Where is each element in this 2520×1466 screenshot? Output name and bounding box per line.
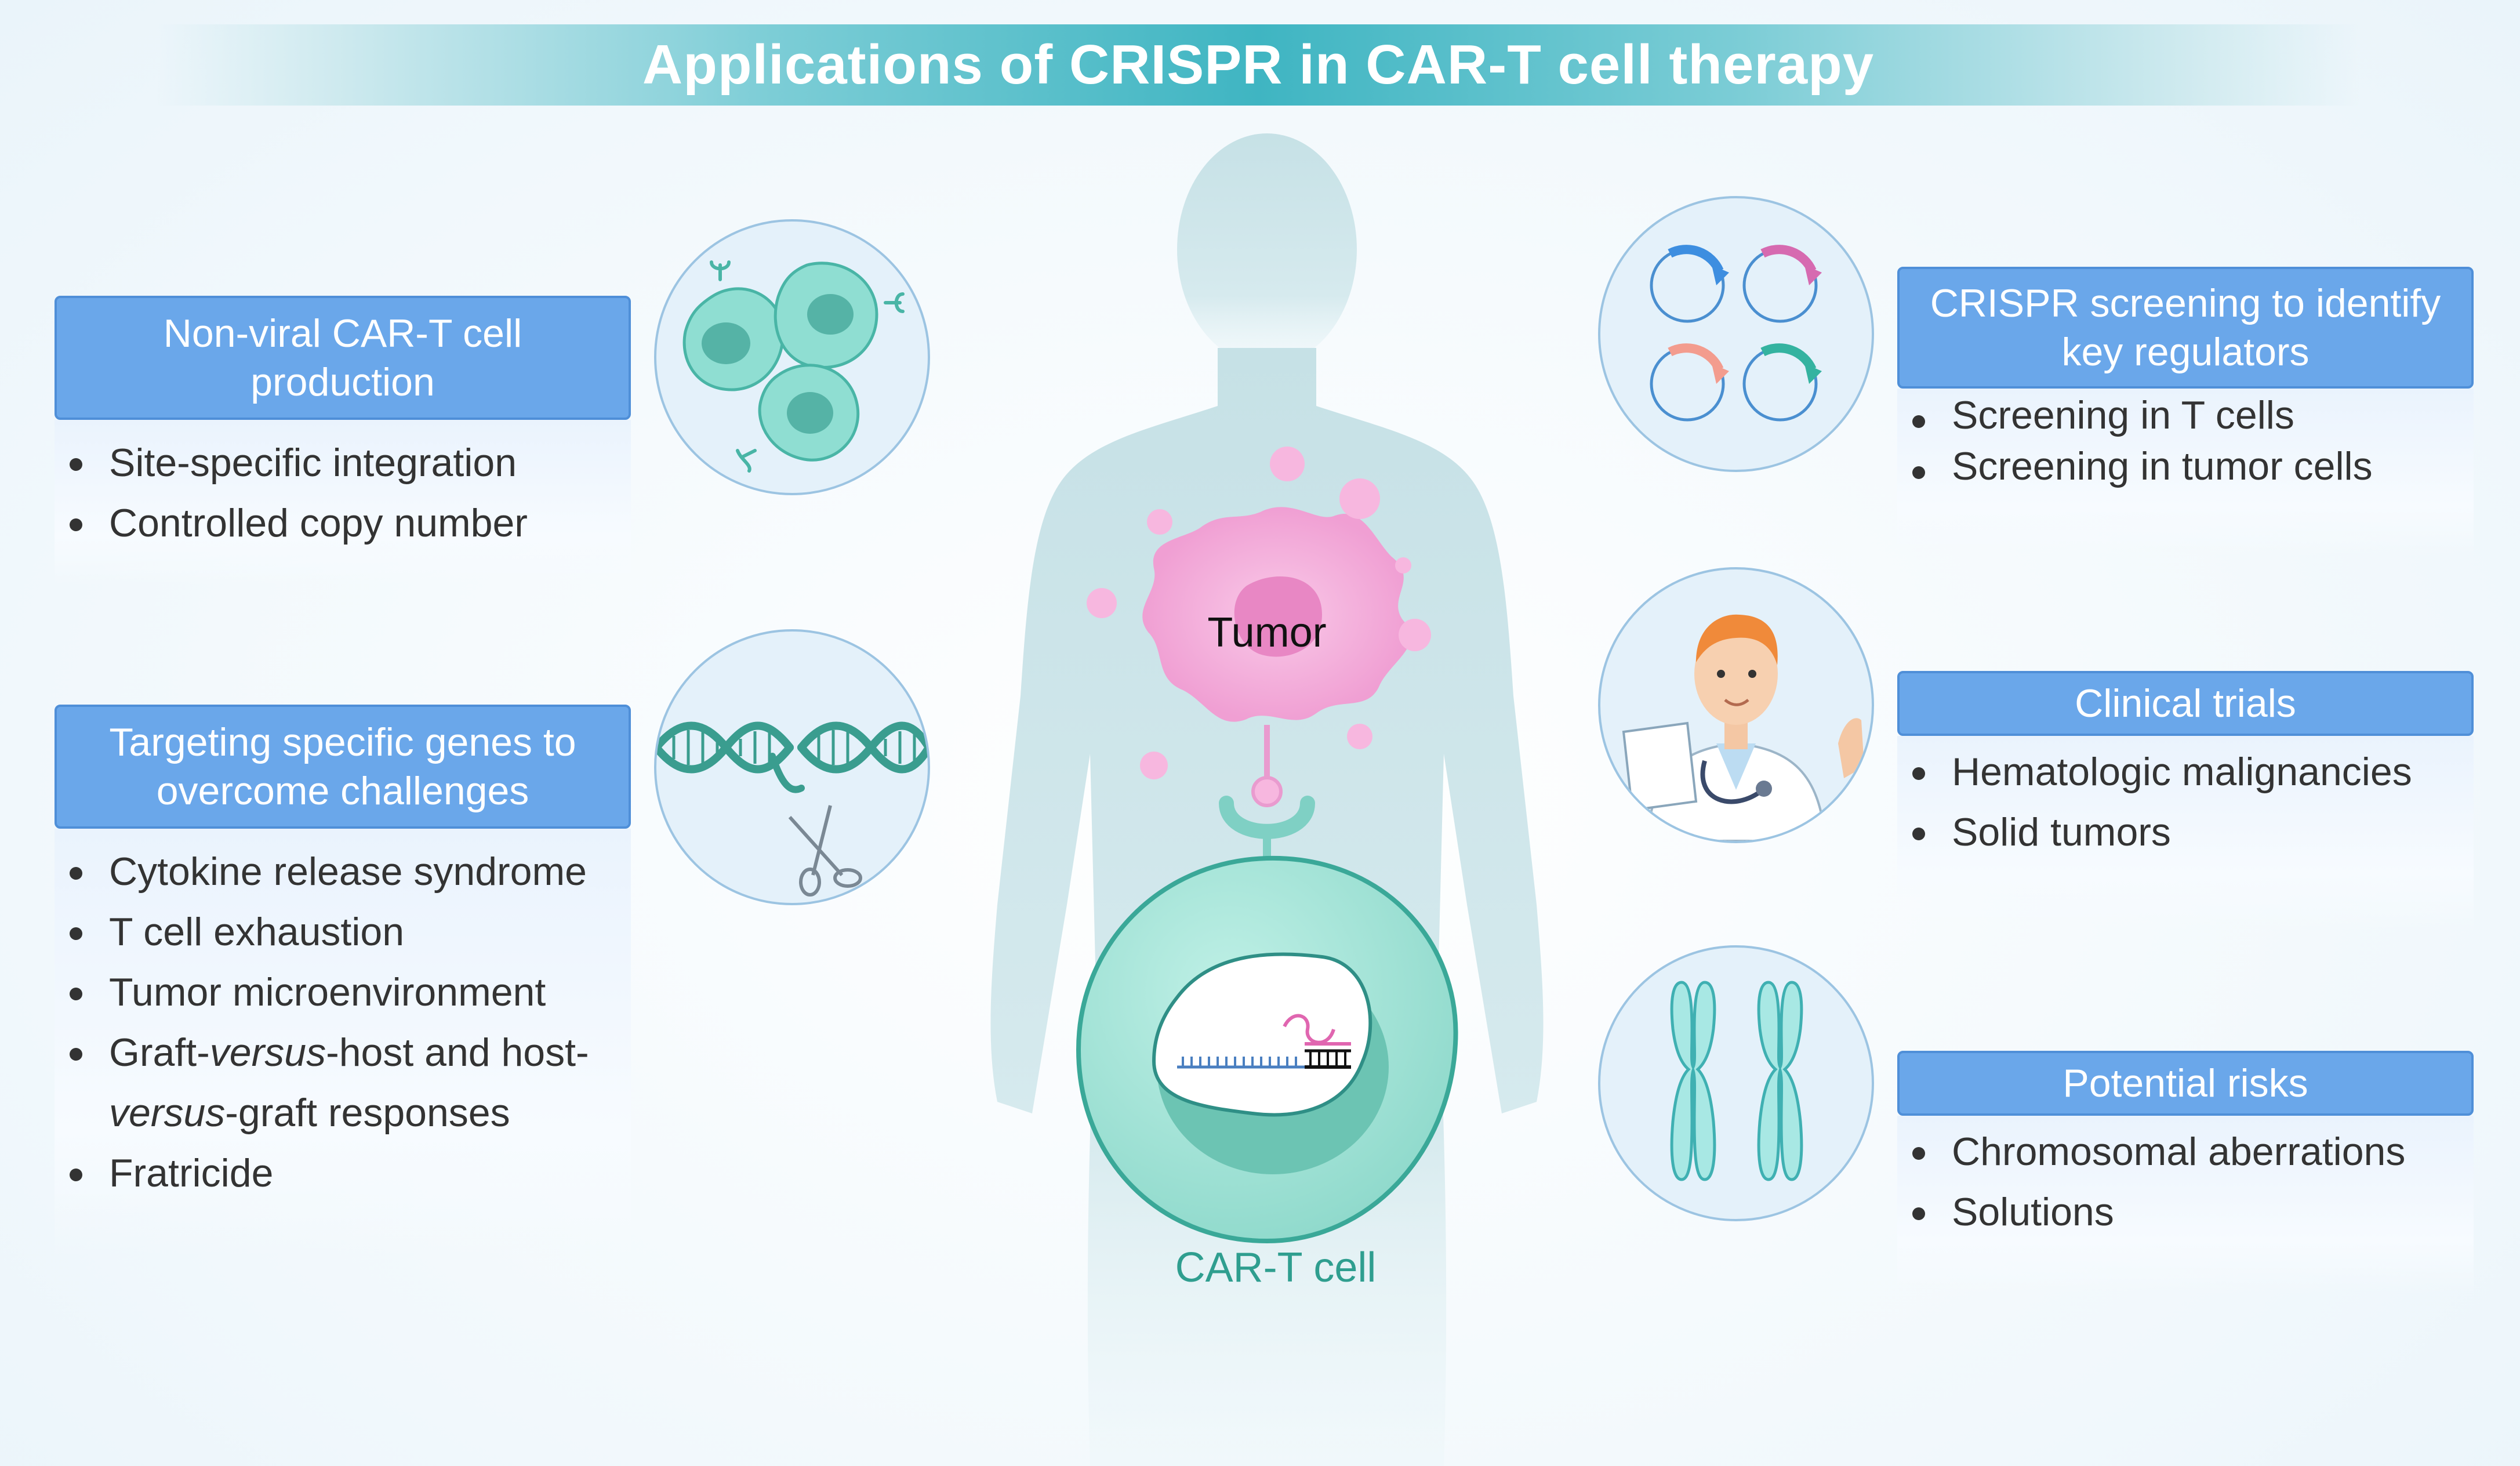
tumor-label: Tumor bbox=[1207, 609, 1327, 656]
list-item: Chromosomal aberrations bbox=[1897, 1122, 2474, 1182]
panel-targeting: Targeting specific genes to overcome cha… bbox=[55, 705, 631, 1258]
panel-screening-header: CRISPR screening to identify key regulat… bbox=[1897, 267, 2474, 389]
panel-targeting-header: Targeting specific genes to overcome cha… bbox=[55, 705, 631, 829]
car-receptor bbox=[1219, 796, 1315, 839]
panel-risks-header: Potential risks bbox=[1897, 1051, 2474, 1116]
figure-title: Applications of CRISPR in CAR-T cell the… bbox=[642, 34, 1875, 96]
list-item: Solutions bbox=[1897, 1182, 2474, 1242]
list-item: Hematologic malignancies bbox=[1897, 742, 2474, 802]
panel-targeting-title: Targeting specific genes to overcome cha… bbox=[109, 720, 576, 813]
panel-risks-body: Chromosomal aberrations Solutions bbox=[1897, 1116, 2474, 1294]
list-item: T cell exhaustion bbox=[55, 902, 631, 962]
list-item: Tumor microenvironment bbox=[55, 962, 631, 1022]
list-item-gvh: Graft-versus-host and host- bbox=[55, 1022, 631, 1083]
panel-screening-body: Screening in T cells Screening in tumor … bbox=[1897, 389, 2474, 557]
list-item: Solid tumors bbox=[1897, 802, 2474, 862]
chromosome-icon bbox=[1598, 945, 1874, 1221]
car-t-cell-label: CAR-T cell bbox=[1175, 1244, 1377, 1291]
list-item: Controlled copy number bbox=[55, 493, 631, 553]
panel-risks: Potential risks Chromosomal aberrations … bbox=[1897, 1051, 2474, 1294]
panel-clinical-header: Clinical trials bbox=[1897, 671, 2474, 736]
list-item: Screening in T cells bbox=[1897, 390, 2474, 441]
dna-strand bbox=[1177, 1014, 1351, 1069]
list-item: Fratricide bbox=[55, 1143, 631, 1203]
list-item: Site-specific integration bbox=[55, 433, 631, 493]
panel-screening-title: CRISPR screening to identify key regulat… bbox=[1930, 281, 2441, 374]
panel-clinical-body: Hematologic malignancies Solid tumors bbox=[1897, 736, 2474, 932]
circular-arrows-icon bbox=[1598, 196, 1874, 472]
car-t-cell bbox=[1076, 855, 1458, 1244]
list-item: Screening in tumor cells bbox=[1897, 441, 2474, 492]
list-item-gvh-cont: versus-graft responses bbox=[109, 1091, 510, 1135]
list-item: Cytokine release syndrome bbox=[55, 841, 631, 902]
dna-scissors-icon bbox=[654, 629, 930, 905]
title-banner: Applications of CRISPR in CAR-T cell the… bbox=[157, 24, 2360, 106]
panel-nonviral-header: Non-viral CAR-T cell production bbox=[55, 296, 631, 420]
panel-nonviral-body: Site-specific integration Controlled cop… bbox=[55, 420, 631, 586]
panel-risks-title: Potential risks bbox=[2063, 1061, 2308, 1105]
panel-nonviral-title: Non-viral CAR-T cell production bbox=[163, 311, 522, 404]
tumor-cell bbox=[1087, 447, 1431, 807]
doctor-icon bbox=[1598, 567, 1874, 843]
t-cell-cluster-icon bbox=[654, 219, 930, 495]
panel-targeting-body: Cytokine release syndrome T cell exhaust… bbox=[55, 829, 631, 1258]
panel-screening: CRISPR screening to identify key regulat… bbox=[1897, 267, 2474, 557]
panel-nonviral: Non-viral CAR-T cell production Site-spe… bbox=[55, 296, 631, 586]
panel-clinical-title: Clinical trials bbox=[2075, 681, 2296, 725]
panel-clinical: Clinical trials Hematologic malignancies… bbox=[1897, 671, 2474, 932]
